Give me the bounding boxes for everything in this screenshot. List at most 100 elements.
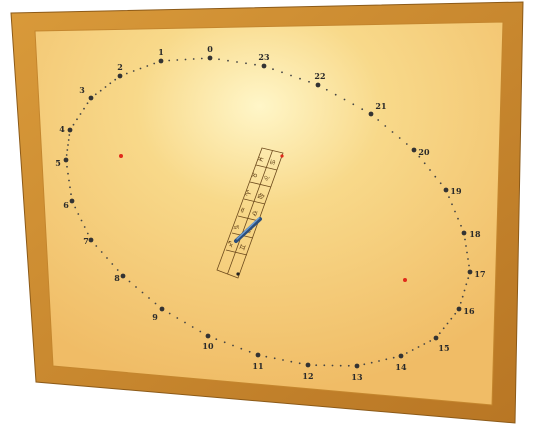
track-dot	[290, 74, 292, 77]
track-dot	[299, 77, 301, 80]
hour-label-1: 1	[158, 47, 164, 57]
track-dot	[109, 82, 112, 85]
track-dot	[391, 131, 394, 133]
hour-label-4: 4	[59, 124, 65, 134]
track-dot	[423, 162, 426, 165]
hour-label-16: 16	[463, 306, 475, 316]
hour-mark-21	[368, 111, 374, 117]
track-dot	[114, 78, 117, 81]
hour-label-8: 8	[114, 273, 120, 283]
gnomon-rod	[234, 217, 262, 243]
track-dot	[429, 169, 431, 171]
track-dot	[339, 364, 342, 367]
track-dot	[385, 358, 388, 361]
hour-mark-8	[120, 273, 126, 279]
track-dot	[94, 93, 97, 96]
track-dot	[315, 364, 318, 367]
hour-mark-4	[67, 127, 73, 133]
track-dot	[67, 144, 69, 146]
track-dot	[384, 125, 387, 127]
track-dot	[184, 58, 187, 61]
hour-label-11: 11	[252, 361, 263, 371]
track-dot	[448, 196, 450, 199]
track-dot	[218, 58, 220, 61]
hour-label-18: 18	[469, 229, 481, 239]
track-dot	[323, 364, 326, 367]
track-dot	[100, 251, 103, 253]
track-dot	[135, 286, 137, 288]
track-dot	[184, 321, 186, 324]
date-scale-marker-bottom	[236, 272, 240, 276]
zodiac-glyph: ♑	[232, 223, 242, 232]
track-dot	[154, 302, 157, 305]
zodiac-glyph: ♒	[238, 206, 248, 215]
zodiac-glyph: ♍	[256, 191, 266, 200]
track-dot	[377, 119, 380, 121]
date-scale-marker-top	[280, 154, 284, 158]
track-dot	[86, 102, 89, 105]
hour-label-13: 13	[351, 372, 363, 382]
track-dot	[141, 291, 144, 294]
track-dot	[83, 107, 85, 110]
zodiac-glyph: ♈	[244, 188, 254, 197]
hour-label-9: 9	[152, 312, 158, 322]
hour-mark-2	[117, 73, 123, 79]
track-dot	[66, 165, 68, 168]
track-dot	[460, 224, 462, 227]
track-dot	[254, 63, 256, 66]
track-dot	[215, 338, 218, 341]
track-dot	[434, 175, 437, 178]
track-dot	[146, 65, 149, 67]
track-dot	[334, 93, 337, 96]
track-dot	[442, 327, 445, 330]
dial-face	[34, 21, 504, 406]
hour-mark-14	[398, 353, 404, 359]
hour-label-2: 2	[117, 62, 123, 72]
hour-dot-track	[65, 57, 470, 367]
track-dot	[236, 61, 238, 63]
track-dot	[273, 357, 276, 360]
zodiac-glyph: ♉	[250, 171, 260, 180]
track-dot	[352, 103, 355, 106]
track-dot	[405, 143, 408, 145]
track-dot	[191, 326, 194, 328]
track-dot	[411, 349, 414, 351]
focus-point-right	[403, 278, 407, 282]
hour-label-10: 10	[202, 341, 214, 351]
track-dot	[248, 350, 251, 353]
track-dot	[65, 154, 68, 156]
track-dot	[370, 361, 373, 364]
track-dot	[106, 257, 108, 259]
track-dot	[111, 263, 114, 265]
track-dot	[363, 363, 366, 366]
date-scale	[216, 147, 284, 279]
track-dot	[168, 312, 171, 315]
track-dot	[438, 332, 441, 335]
hour-mark-6	[69, 198, 75, 204]
track-dot	[454, 210, 456, 213]
zodiac-glyph: ♎	[250, 209, 260, 218]
track-dot	[451, 203, 453, 206]
hour-label-21: 21	[375, 101, 386, 111]
track-dot	[200, 57, 203, 60]
hour-mark-15	[433, 335, 439, 341]
hour-mark-20	[411, 147, 417, 153]
track-dot	[467, 277, 470, 280]
track-dot	[139, 67, 142, 70]
track-dot	[68, 134, 71, 136]
track-dot	[72, 123, 75, 126]
hour-mark-1	[158, 58, 164, 64]
track-dot	[361, 108, 364, 111]
track-dot	[70, 193, 72, 196]
track-dot	[168, 59, 171, 62]
track-dot	[104, 86, 107, 88]
track-dot	[77, 213, 80, 215]
hour-label-17: 17	[474, 269, 485, 279]
hour-label-12: 12	[302, 371, 313, 381]
track-dot	[67, 172, 69, 175]
track-dot	[116, 269, 119, 271]
zodiac-glyph: ♓	[256, 155, 266, 164]
hour-mark-10	[205, 333, 211, 339]
track-dot	[439, 182, 442, 185]
